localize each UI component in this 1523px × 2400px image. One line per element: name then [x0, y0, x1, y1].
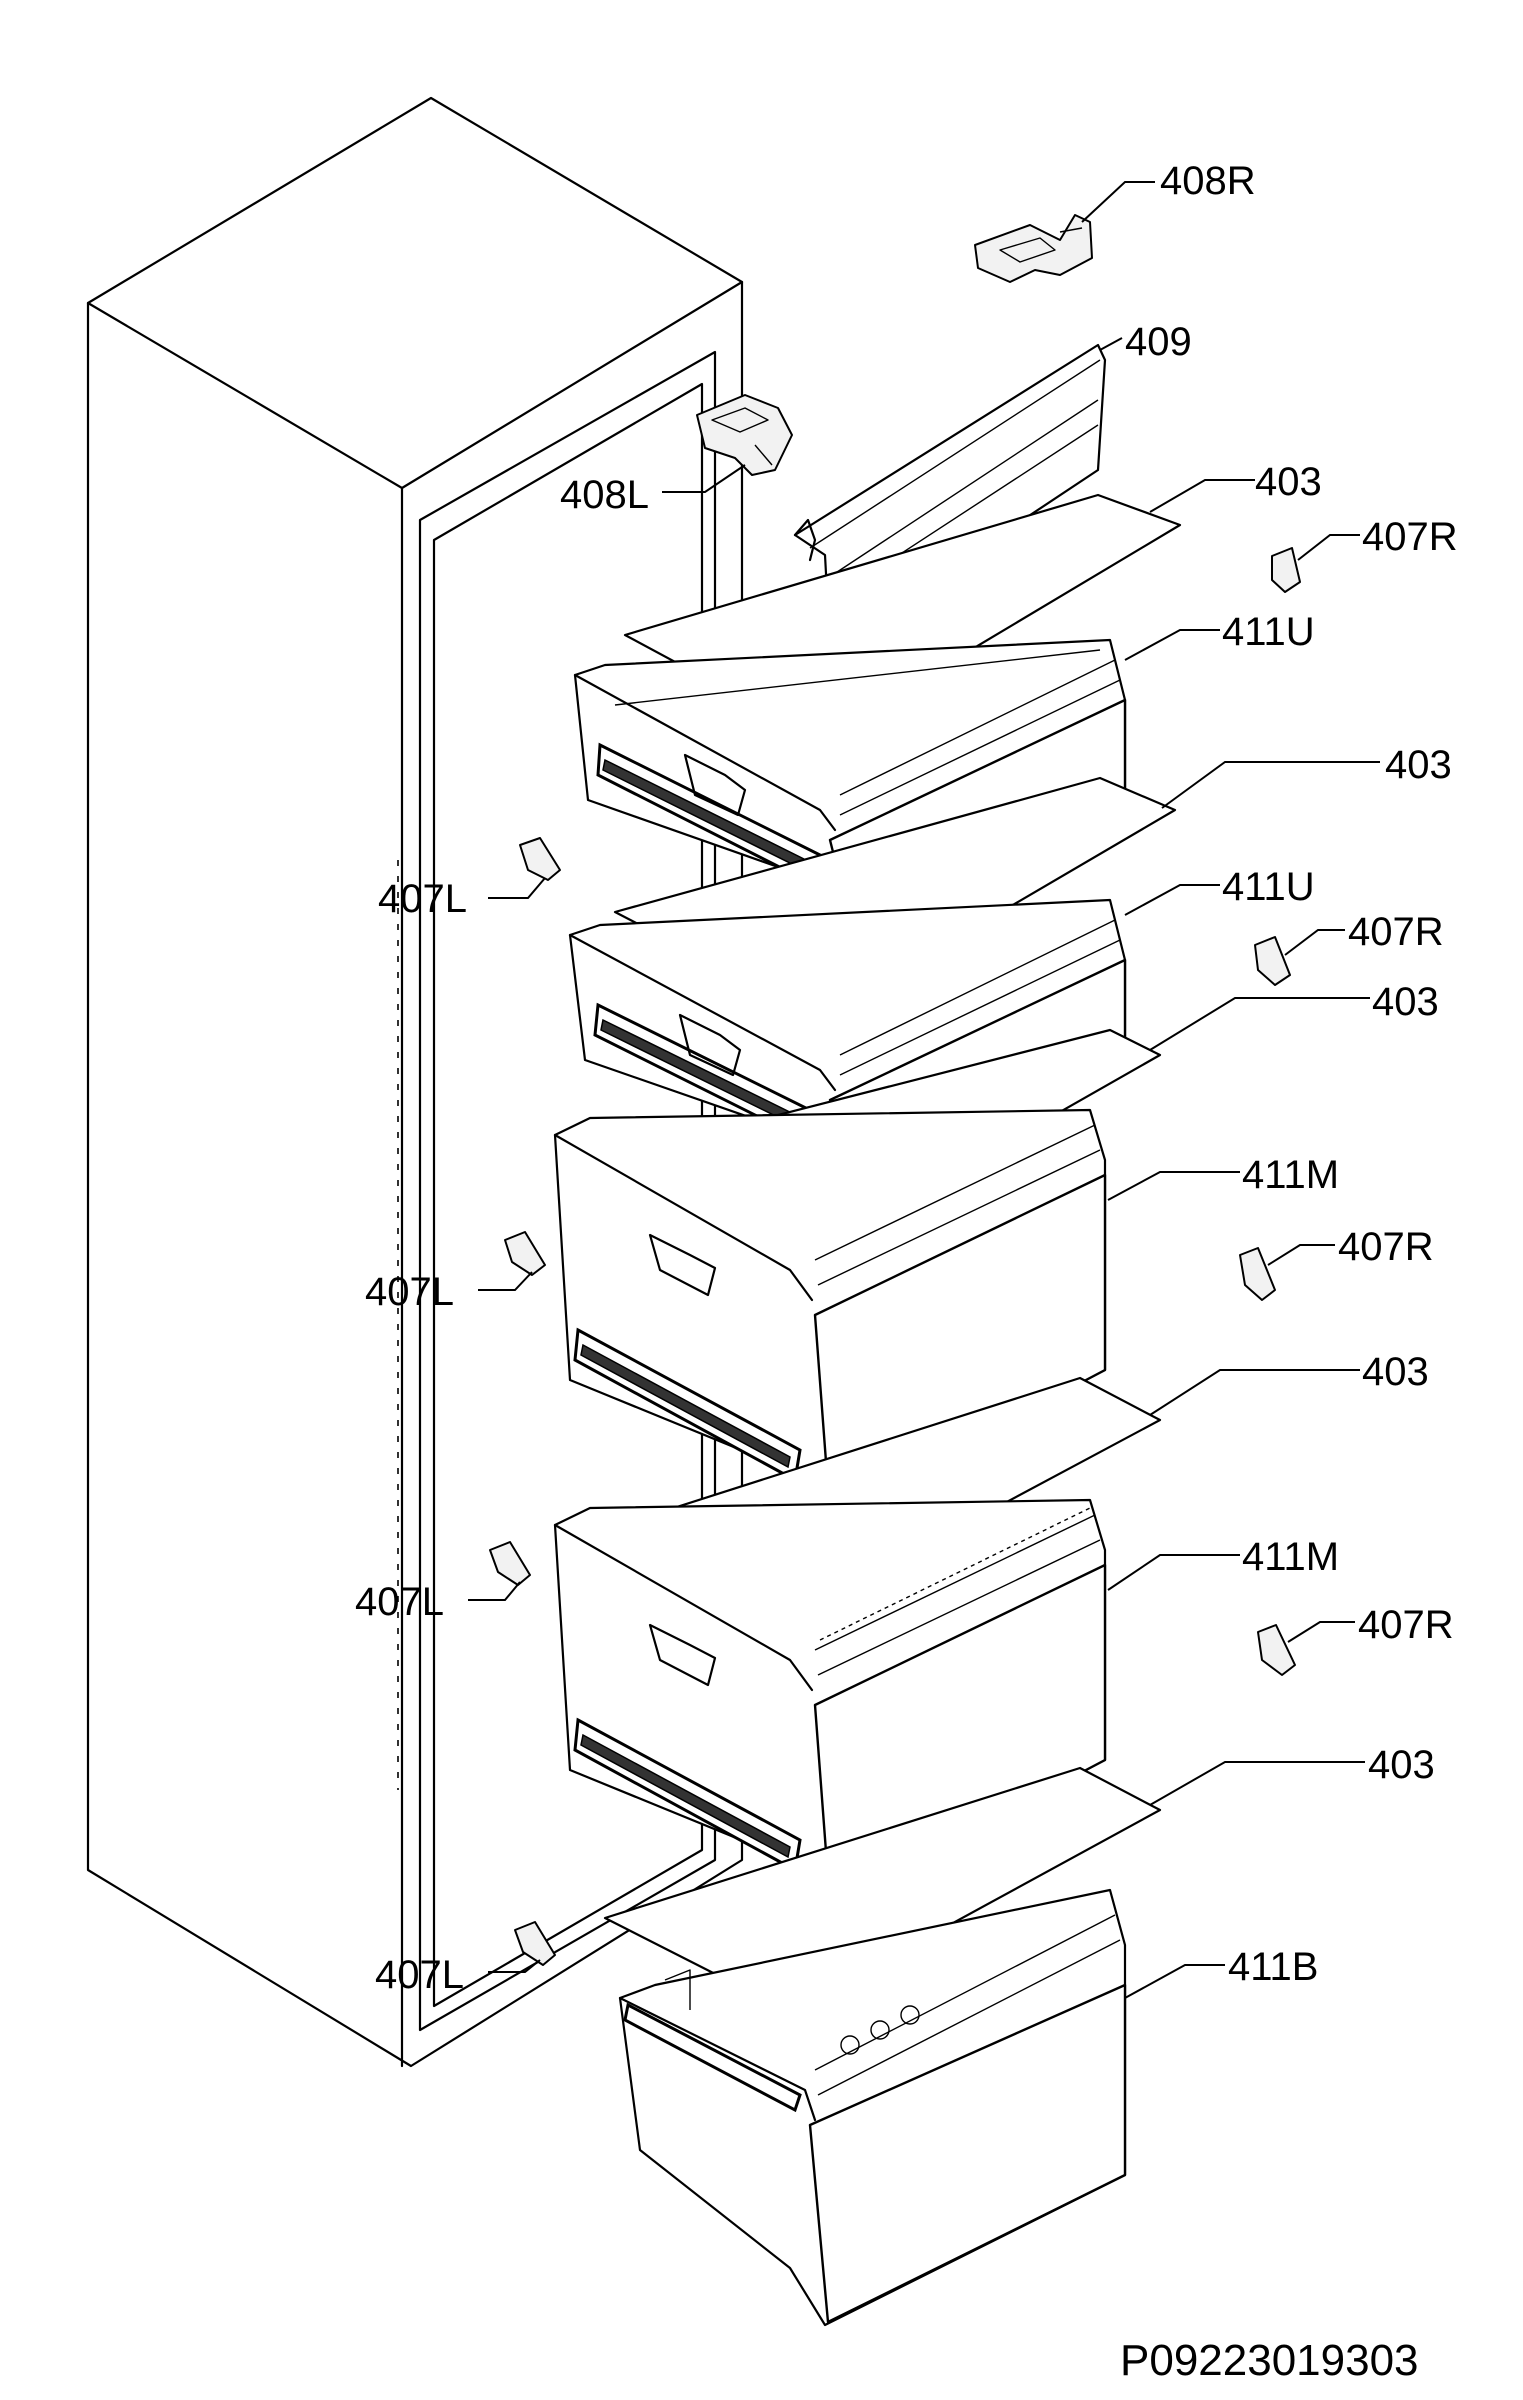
callout-403-5: 403 [1368, 1743, 1435, 1787]
callout-407R-2: 407R [1348, 910, 1444, 954]
callout-403-3: 403 [1372, 980, 1439, 1024]
leader-411B [1124, 1964, 1225, 1999]
callout-408L: 408L [560, 473, 649, 517]
drawer-411B [618, 1888, 1127, 2327]
leader-407R-3 [1267, 1244, 1335, 1266]
callout-409: 409 [1125, 320, 1192, 364]
leader-407R-2 [1284, 929, 1345, 956]
callout-411M-1: 411M [1242, 1153, 1339, 1197]
callout-411M-2: 411M [1242, 1535, 1339, 1579]
callout-411B: 411B [1228, 1945, 1318, 1989]
leader-407L-1 [488, 877, 546, 899]
cabinet [86, 96, 744, 2068]
part-407R-3 [1239, 1247, 1276, 1301]
part-407R-4 [1257, 1624, 1296, 1676]
part-408L [696, 394, 793, 476]
part-407L-4 [514, 1921, 556, 1966]
document-id: P09223019303 [1120, 2336, 1419, 2385]
callout-407R-4: 407R [1358, 1603, 1454, 1647]
leader-403-3 [1149, 997, 1370, 1051]
callout-403-1: 403 [1255, 460, 1322, 504]
part-407R-2 [1254, 936, 1291, 986]
part-407L-3 [489, 1541, 531, 1586]
callout-403-4: 403 [1362, 1350, 1429, 1394]
callout-407L-2: 407L [365, 1270, 454, 1314]
leader-407R-1 [1297, 534, 1360, 561]
leader-409 [1099, 337, 1123, 351]
leader-403-2 [1161, 761, 1380, 809]
leader-411M-2 [1107, 1554, 1240, 1591]
callout-407L-4: 407L [375, 1953, 464, 1997]
leader-407L-2 [478, 1271, 533, 1291]
leader-403-5 [1149, 1761, 1365, 1806]
leader-408L [662, 464, 746, 493]
leader-407L-4 [488, 1959, 541, 1973]
callout-407L-3: 407L [355, 1580, 444, 1624]
callout-407R-3: 407R [1338, 1225, 1434, 1269]
part-407L-1 [519, 837, 561, 881]
callout-407R-1: 407R [1362, 515, 1458, 559]
callout-407L-1: 407L [378, 877, 467, 921]
leader-403-1 [1149, 479, 1255, 513]
part-407L-2 [504, 1231, 546, 1276]
callout-408R: 408R [1160, 159, 1256, 203]
part-407R-1 [1271, 547, 1301, 593]
leader-407L-3 [468, 1581, 521, 1601]
callout-411U-2: 411U [1222, 865, 1315, 909]
callout-403-2: 403 [1385, 743, 1452, 787]
leader-403-4 [1149, 1369, 1360, 1416]
leader-407R-4 [1287, 1621, 1355, 1643]
leader-411U-2 [1124, 884, 1220, 916]
leader-411U-1 [1124, 629, 1220, 661]
leader-408R [1081, 181, 1155, 223]
leader-411M-1 [1107, 1171, 1240, 1201]
callout-411U-1: 411U [1222, 610, 1315, 654]
part-408R [974, 214, 1093, 283]
